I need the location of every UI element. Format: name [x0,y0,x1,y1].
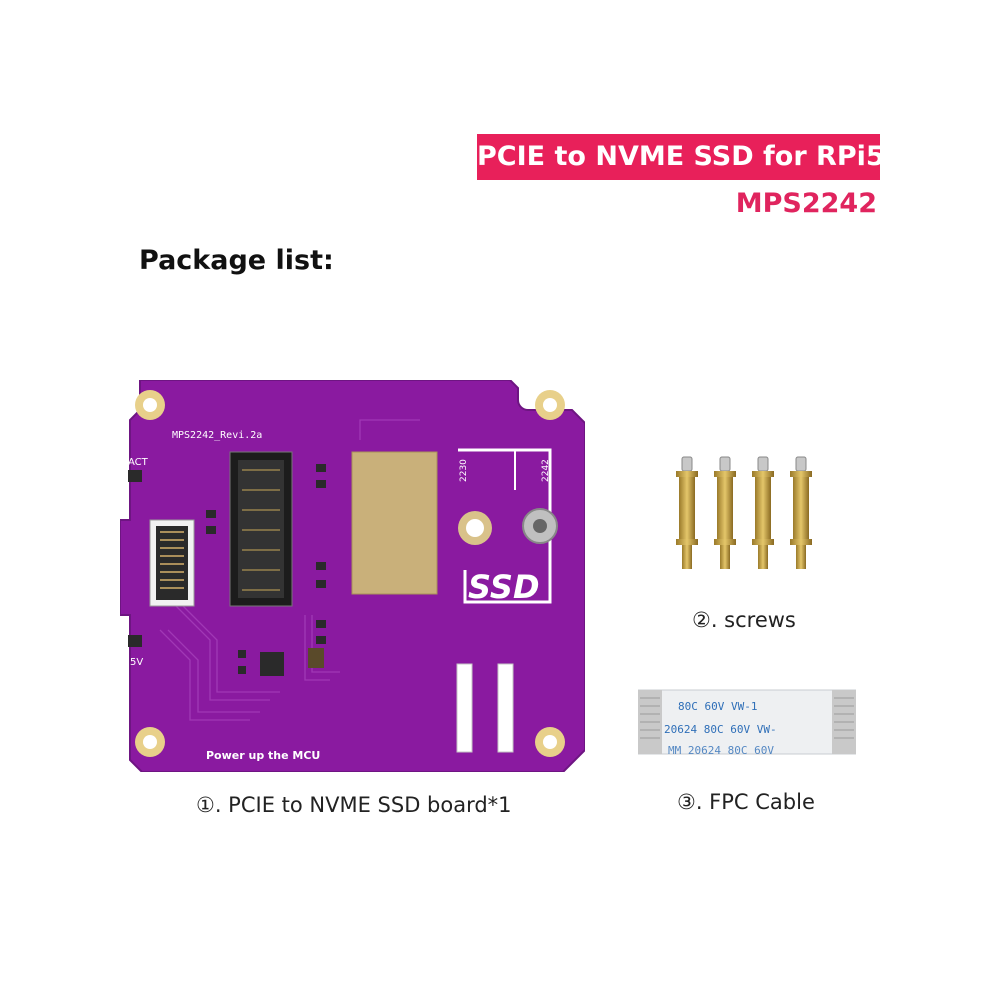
product-title: PCIE to NVME SSD for RPi5 [477,141,885,172]
package-list-heading: Package list: [139,245,334,276]
silk-ssd-label: SSD [468,568,540,606]
silk-2242-label: 2242 [541,459,551,482]
cable-print-row2: 20624 80C 60V VW- [664,723,777,736]
silk-model-label: MPS2242_Revi.2a [172,430,262,441]
product-title-banner: PCIE to NVME SSD for RPi5 [477,134,885,180]
silk-2230-label: 2230 [459,459,469,482]
cable-print-row1: 80C 60V VW-1 [678,700,757,713]
silk-power-label: Power up the MCU [206,749,320,762]
item-screws-caption: ②. screws [692,608,796,632]
screws-image [676,456,813,570]
product-model: MPS2242 [735,188,877,219]
item-board-caption: ①. PCIE to NVME SSD board*1 [196,793,512,817]
silk-act-label: ACT [128,457,149,468]
ssd-board-image: MPS2242_Revi.2a ACT 5V SSD 2230 2242 Pow… [120,380,585,772]
cable-print-row3: MM 20624 80C 60V [668,744,774,756]
fpc-cable-image: 80C 60V VW-1 20624 80C 60V VW- MM 20624 … [638,689,856,756]
silk-5v-label: 5V [130,657,143,668]
item-cable-caption: ③. FPC Cable [677,790,815,814]
